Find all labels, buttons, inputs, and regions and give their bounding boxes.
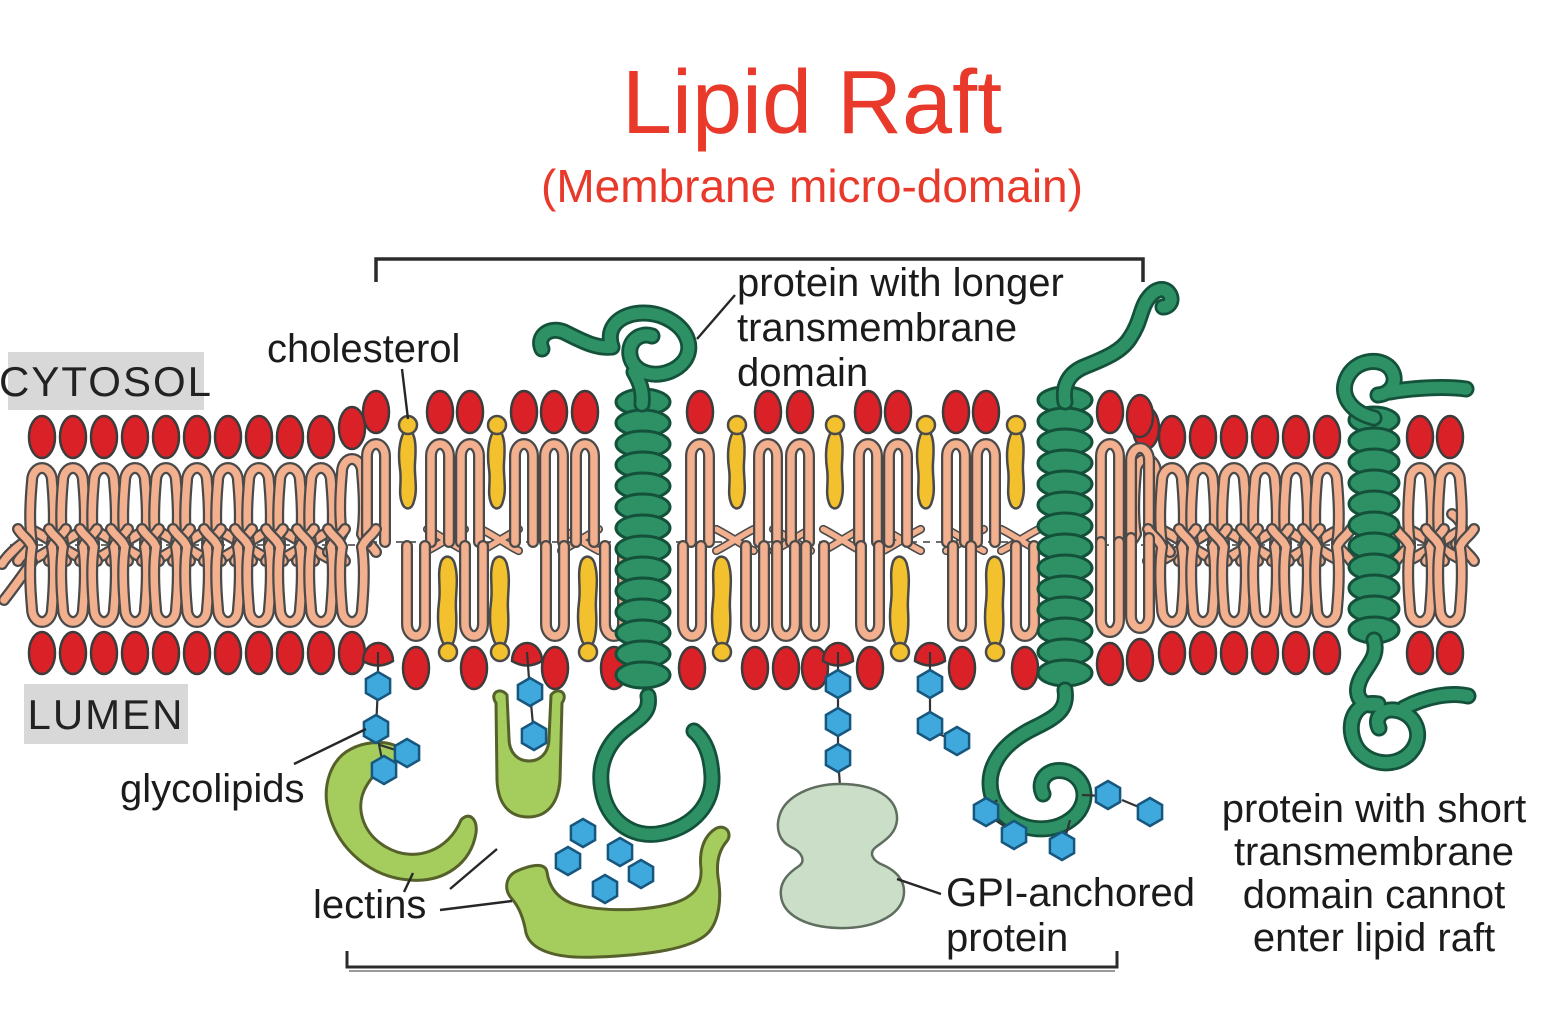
lipid (687, 391, 713, 542)
lipid (885, 391, 911, 542)
sugar-hexagon (916, 710, 944, 742)
cytosol-label-bg (8, 352, 204, 410)
svg-text:transmembrane: transmembrane (737, 306, 1017, 350)
label-lectins: lectins (313, 883, 426, 927)
label-cholesterol: cholesterol (267, 327, 460, 371)
lipid (943, 391, 969, 542)
lipid (1097, 391, 1123, 542)
svg-text:domain: domain (737, 351, 868, 395)
label-lumen: LUMEN (27, 691, 184, 738)
cholesterol-molecule (983, 555, 1006, 663)
lipid (511, 391, 537, 542)
lipid (742, 546, 768, 689)
sugar-hexagon (370, 754, 398, 786)
label-protein-longer: protein with longer transmembrane domain (737, 261, 1064, 395)
lipid (403, 546, 429, 689)
sugar-hexagon (520, 720, 548, 752)
protein-longer-tm-squiggles (532, 304, 721, 843)
protein-2-sugars (972, 779, 1164, 862)
svg-text:protein with longer: protein with longer (737, 261, 1064, 305)
svg-text:enter lipid raft: enter lipid raft (1253, 916, 1495, 960)
cholesterol-molecule (488, 555, 511, 663)
lipid (572, 391, 598, 542)
lectin-2 (492, 689, 566, 819)
lipid (857, 546, 883, 689)
sugar-hexagon (1000, 819, 1028, 851)
cholesterol-molecule (436, 555, 459, 663)
page-subtitle: (Membrane micro-domain) (541, 160, 1083, 212)
gpi-anchored-protein-body (776, 782, 906, 930)
lipid (679, 546, 705, 689)
transmembrane-helix-coils (614, 385, 1401, 690)
sugar-hexagon (824, 706, 852, 738)
sugar-hexagon (627, 858, 655, 890)
label-protein-short: protein with short transmembrane domain … (1222, 787, 1527, 960)
cholesterol-molecule (710, 555, 733, 663)
lipid (541, 391, 567, 542)
sugar-hexagon (916, 668, 944, 700)
lipid (755, 391, 781, 542)
lipid (773, 546, 799, 689)
protein-short-tm-squiggles (1336, 353, 1477, 772)
sugar-hexagon (591, 873, 619, 905)
lectin-3 (505, 825, 731, 959)
svg-text:transmembrane: transmembrane (1234, 830, 1514, 874)
sugar-hexagon (1048, 830, 1076, 862)
cholesterol-molecule (1005, 414, 1027, 510)
svg-text:GPI-anchored: GPI-anchored (946, 871, 1195, 915)
lipid (461, 546, 487, 689)
lipid (363, 391, 389, 542)
membrane-bilayer (0, 391, 1474, 689)
page-title: Lipid Raft (622, 53, 1002, 153)
sugar-hexagon (569, 817, 597, 849)
cholesterol-molecule (726, 414, 748, 510)
cholesterol-molecule (824, 414, 846, 510)
sugar-hexagon (1136, 796, 1164, 828)
protein-longer-tm-helix (614, 660, 672, 690)
sugar-hexagon (554, 845, 582, 877)
lipid (973, 391, 999, 542)
cholesterol-molecule (397, 414, 419, 510)
lipid (542, 546, 568, 689)
sugar-hexagon (516, 676, 544, 708)
lipid (802, 546, 828, 689)
lipid (855, 391, 881, 542)
label-cytosol: CYTOSOL (0, 358, 213, 405)
cholesterol-molecule (888, 555, 911, 663)
raft-bracket-top (374, 257, 1145, 282)
sugar-hexagon (824, 742, 852, 774)
lipid (1012, 546, 1038, 689)
svg-text:protein: protein (946, 916, 1068, 960)
sugar-hexagon (943, 725, 971, 757)
sugar-hexagon (972, 796, 1000, 828)
label-glycolipids: glycolipids (120, 767, 305, 811)
sugar-hexagon (1094, 779, 1122, 811)
sugar-hexagon (606, 836, 634, 868)
sugar-hexagon (824, 668, 852, 700)
lipid (457, 391, 483, 542)
sugar-hexagon (393, 737, 421, 769)
leader-lines (293, 294, 942, 912)
sugar-hexagon (362, 713, 390, 745)
cholesterol-molecule (486, 414, 508, 510)
raft-bracket-bottom (345, 951, 1119, 969)
cholesterol-molecule (915, 414, 937, 510)
lipid (427, 391, 453, 542)
lipid (1097, 542, 1123, 685)
raft-outer-leaflet-lipids (363, 391, 1153, 546)
sugar-hexagon (364, 670, 392, 702)
lipid (949, 546, 975, 689)
svg-text:protein with short: protein with short (1222, 787, 1527, 831)
svg-text:domain cannot: domain cannot (1243, 873, 1505, 917)
lumen-label-bg (24, 684, 188, 744)
cholesterol-molecule (576, 555, 599, 663)
glycolipid-chains (362, 651, 971, 905)
lipid (1127, 538, 1153, 681)
lipid (787, 391, 813, 542)
label-gpi-anchored: GPI-anchored protein (946, 871, 1195, 960)
